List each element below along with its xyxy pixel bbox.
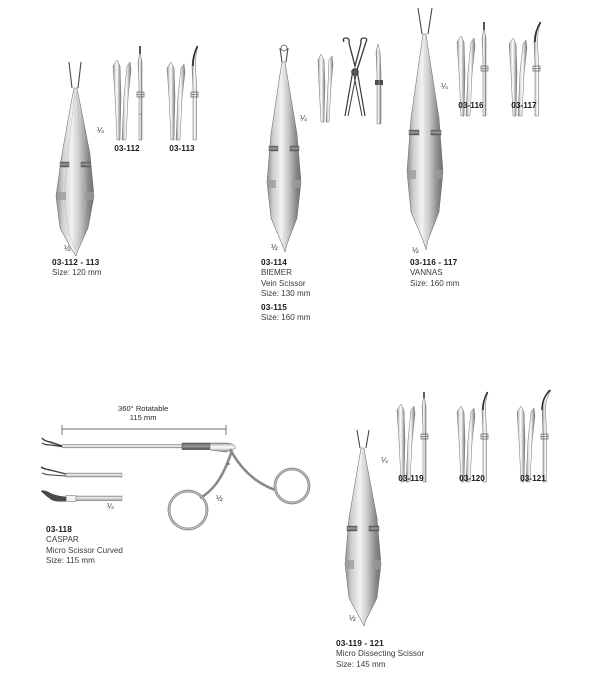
- caption-subname: Micro Scissor Curved: [46, 545, 123, 555]
- instrument-03-119-121-full: [336, 429, 388, 627]
- scale-mark-quarter-group3: ¼: [441, 82, 448, 91]
- caption-name: VANNAS: [410, 267, 443, 277]
- caption-code: 03-115: [261, 302, 287, 312]
- caption-03-114: 03-114 BIEMER Vein Scissor Size: 130 mm: [261, 257, 310, 300]
- scale-mark-quarter-group2: ¼: [300, 114, 307, 123]
- detail-03-112: [108, 44, 154, 141]
- dimension-line2: 115 mm: [129, 413, 157, 423]
- scale-mark-half-group1: ½: [64, 244, 71, 253]
- scale-mark-half-group5: ½: [349, 614, 356, 623]
- item-label-03-113: 03-113: [169, 143, 195, 153]
- scale-mark-half-group4: ½: [216, 494, 223, 503]
- instrument-03-118-full: [40, 424, 322, 536]
- caption-size: Size: 120 mm: [52, 267, 102, 277]
- instrument-03-114-full: [258, 44, 308, 253]
- item-label-03-112: 03-112: [114, 143, 140, 153]
- caption-code: 03-118: [46, 524, 72, 534]
- detail-03-117: [505, 21, 551, 117]
- caption-name: Micro Dissecting Scissor: [336, 648, 425, 658]
- scale-mark-half-group3: ½: [412, 246, 419, 255]
- caption-03-115: 03-115 Size: 160 mm: [261, 302, 310, 324]
- detail-03-121: [513, 389, 561, 483]
- item-label-03-117: 03-117: [511, 100, 537, 110]
- item-label-03-121: 03-121: [520, 473, 546, 483]
- detail-03-114-open-scissor: [338, 36, 372, 124]
- caption-03-119-121: 03-119 - 121 Micro Dissecting Scissor Si…: [336, 638, 424, 670]
- scale-mark-quarter-group4: ¼: [107, 502, 114, 511]
- caption-size: Size: 160 mm: [410, 278, 460, 288]
- item-label-03-120: 03-120: [459, 473, 485, 483]
- caption-code: 03-119 - 121: [336, 638, 384, 648]
- detail-03-119: [392, 392, 438, 483]
- detail-03-118-tip-upper: [40, 466, 126, 484]
- caption-size: Size: 130 mm: [261, 289, 311, 299]
- caption-name: CASPAR: [46, 534, 79, 544]
- caption-name: BIEMER: [261, 267, 293, 277]
- item-label-03-119: 03-119: [398, 473, 424, 483]
- instrument-03-112-113-full: [48, 61, 104, 257]
- detail-03-113: [163, 44, 209, 141]
- detail-03-118-tip-lower: [40, 489, 126, 509]
- detail-03-114-closed-side: [370, 40, 390, 125]
- caption-code: 03-116 - 117: [410, 257, 458, 267]
- dimension-line1: 360° Rotatable: [118, 404, 169, 413]
- detail-03-120: [453, 391, 499, 483]
- scale-mark-quarter-group5: ¼: [381, 456, 388, 465]
- caption-size: Size: 160 mm: [261, 312, 311, 322]
- item-label-03-116: 03-116: [458, 100, 484, 110]
- caption-code: 03-114: [261, 257, 287, 267]
- caption-size: Size: 145 mm: [336, 659, 386, 669]
- caption-subname: Vein Scissor: [261, 278, 306, 288]
- caption-03-116-117: 03-116 - 117 VANNAS Size: 160 mm: [410, 257, 459, 289]
- scale-mark-half-group2: ½: [271, 243, 278, 252]
- scale-mark-quarter-group1: ¼: [97, 126, 104, 135]
- caption-code: 03-112 - 113: [52, 257, 100, 267]
- detail-03-116: [452, 22, 498, 117]
- dimension-annotation: 360° Rotatable 115 mm: [118, 404, 168, 423]
- caption-03-118: 03-118 CASPAR Micro Scissor Curved Size:…: [46, 524, 123, 567]
- caption-03-112-113: 03-112 - 113 Size: 120 mm: [52, 257, 101, 279]
- detail-03-114-blades: [313, 44, 337, 123]
- caption-size: Size: 115 mm: [46, 556, 95, 566]
- instrument-03-116-117-full: [398, 7, 450, 251]
